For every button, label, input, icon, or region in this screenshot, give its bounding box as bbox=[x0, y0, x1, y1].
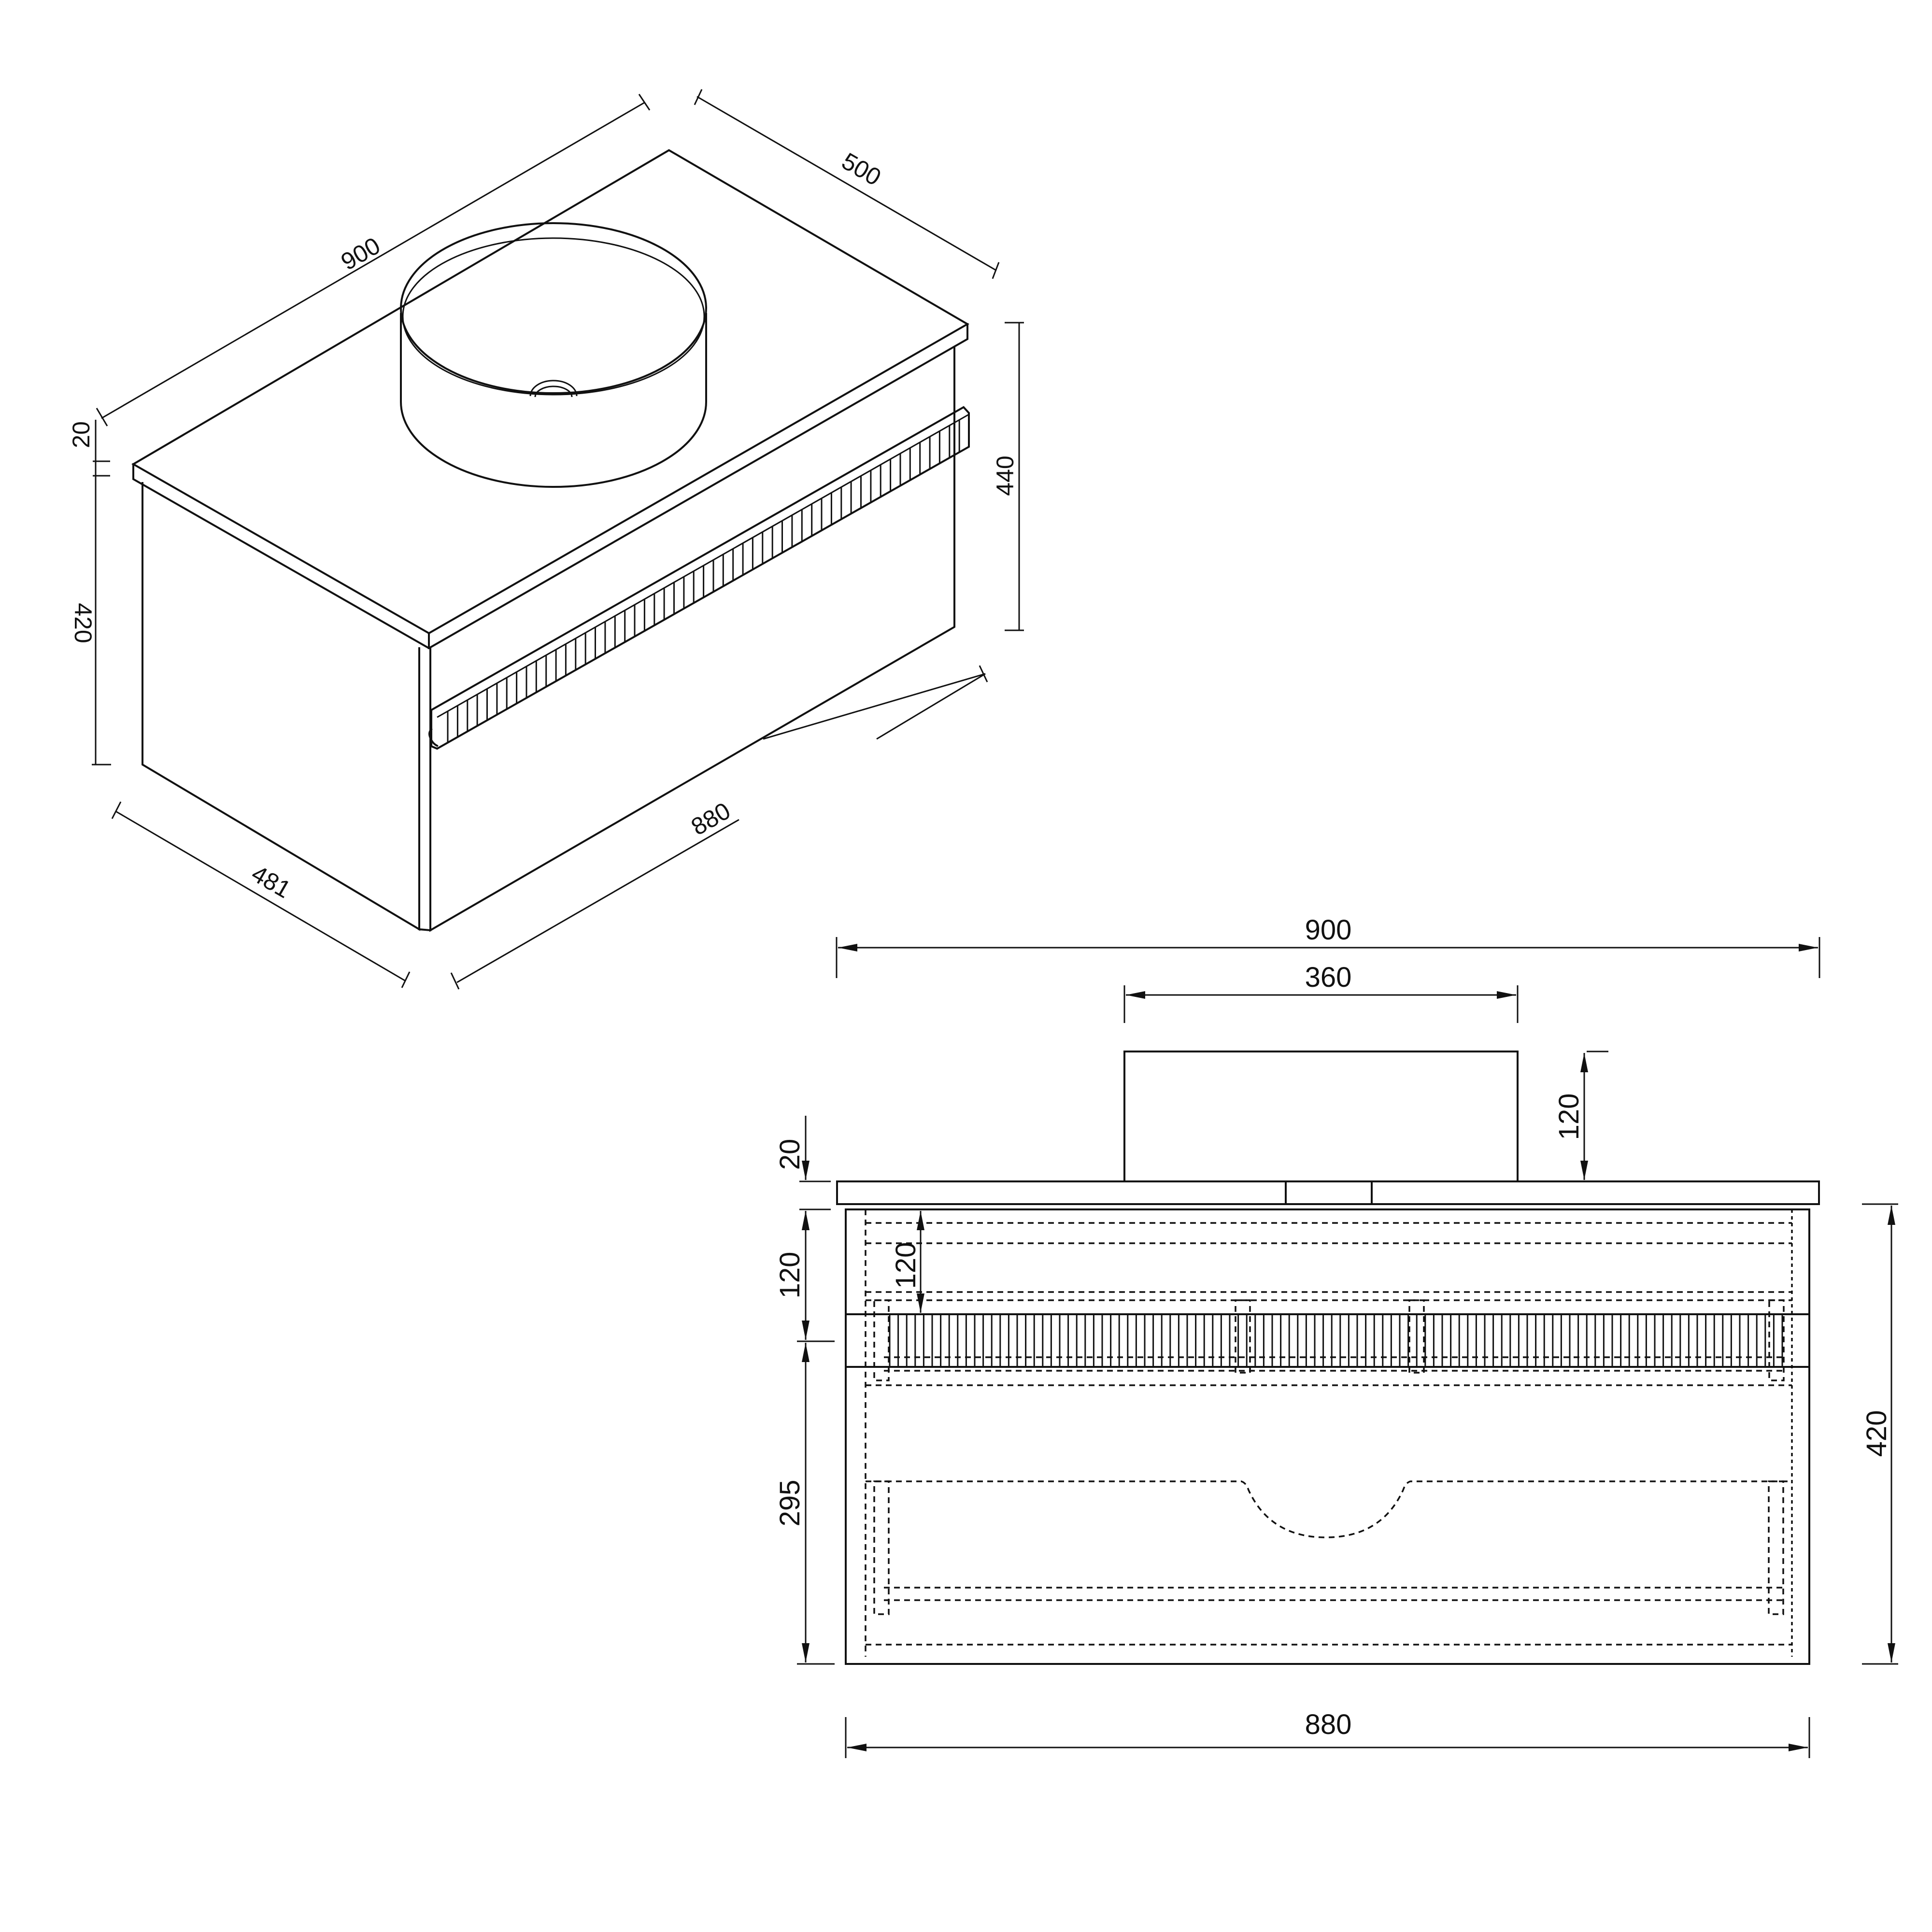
front-elevation: 900 360 120 20 120 295 120 bbox=[774, 914, 1898, 1758]
iso-dimension-20-420: 20 420 bbox=[68, 420, 111, 766]
iso-cabinet-front bbox=[429, 347, 955, 932]
iso-basin bbox=[400, 222, 707, 488]
front-dim-20-label: 20 bbox=[774, 1139, 806, 1170]
front-dim-880-label: 880 bbox=[1305, 1709, 1352, 1740]
front-basin bbox=[1123, 1051, 1519, 1182]
iso-dim-20-label: 20 bbox=[68, 421, 95, 448]
front-dimension-left-stack: 20 120 295 bbox=[774, 1116, 835, 1665]
front-dim-basin-120-label: 120 bbox=[1553, 1094, 1585, 1140]
front-dim-inner-120-label: 120 bbox=[890, 1242, 922, 1289]
iso-dim-900-label: 900 bbox=[336, 232, 384, 275]
iso-dim-880-label: 880 bbox=[686, 797, 735, 840]
front-dim-120-label: 120 bbox=[774, 1252, 806, 1299]
iso-dimension-500: 500 bbox=[694, 89, 1000, 279]
front-dim-360-label: 360 bbox=[1305, 962, 1352, 993]
iso-dimension-880: 880 bbox=[450, 665, 988, 990]
front-countertop bbox=[836, 1180, 1820, 1205]
iso-dimension-900: 900 bbox=[96, 94, 651, 426]
isometric-view: 900 500 440 20 420 481 bbox=[68, 89, 1024, 990]
front-cabinet bbox=[845, 1208, 1810, 1665]
iso-dim-500-label: 500 bbox=[837, 147, 885, 191]
iso-fluted-handle bbox=[428, 406, 970, 750]
front-dim-295-label: 295 bbox=[774, 1480, 806, 1527]
iso-dimension-440: 440 bbox=[992, 322, 1024, 631]
iso-dimension-481: 481 bbox=[111, 801, 411, 988]
iso-dim-481-label: 481 bbox=[247, 860, 295, 903]
front-dimension-900: 900 bbox=[836, 914, 1820, 978]
front-dimension-880: 880 bbox=[845, 1709, 1810, 1758]
front-dimension-basin-120: 120 bbox=[1553, 1051, 1608, 1180]
iso-dim-420-label: 420 bbox=[70, 603, 97, 643]
front-fluted-handle bbox=[889, 1314, 1783, 1367]
iso-dim-440-label: 440 bbox=[992, 455, 1019, 496]
front-dimension-360: 360 bbox=[1123, 962, 1519, 1023]
front-dimension-inner-120: 120 bbox=[890, 1211, 924, 1313]
front-dim-420-label: 420 bbox=[1861, 1410, 1892, 1457]
iso-cabinet-left-side bbox=[142, 482, 420, 931]
front-dimension-420: 420 bbox=[1861, 1203, 1898, 1665]
front-dim-900-label: 900 bbox=[1305, 914, 1352, 946]
